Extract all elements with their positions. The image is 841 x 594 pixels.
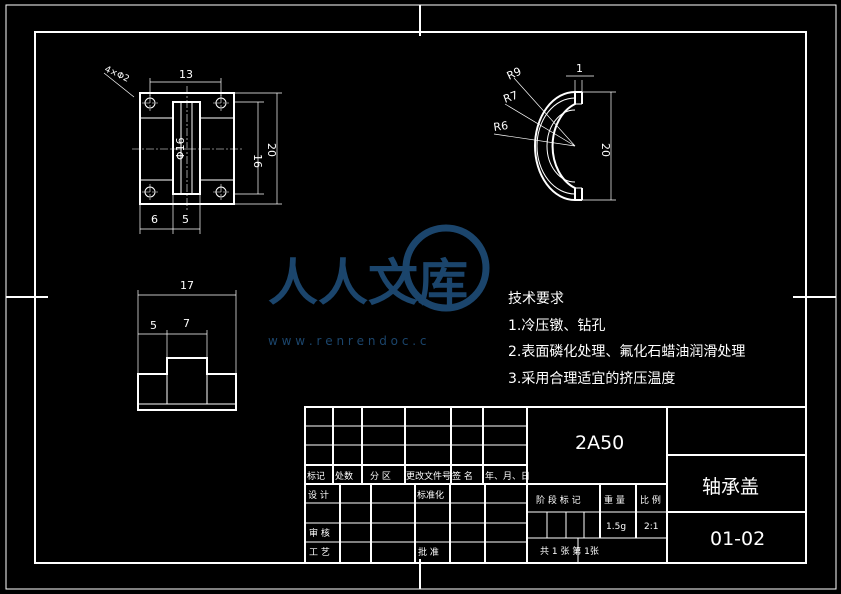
watermark: 人人文库 w w w . r e n r e n d o c . c <box>268 224 490 348</box>
hdr-sign: 签 名 <box>452 470 473 482</box>
title-block: 标记 处数 分 区 更改文件号 签 名 年、月、日 设 计 标准化 审 核 工 … <box>304 406 807 564</box>
dim-17: 17 <box>180 279 194 292</box>
hdr-zone: 分 区 <box>370 471 391 482</box>
tech-item-2: 2.表面磷化处理、氟化石蜡油润滑处理 <box>508 343 745 360</box>
hdr-date: 年、月、日 <box>485 470 530 482</box>
side-outer <box>534 90 576 202</box>
tech-item-3: 3.采用合理适宜的挤压温度 <box>508 371 675 387</box>
lbl-process: 工 艺 <box>309 547 330 558</box>
dim-1: 1 <box>576 62 583 75</box>
dim-dia16: Φ16 <box>174 137 187 160</box>
top-outline <box>137 357 237 411</box>
dim-6: 6 <box>151 213 158 226</box>
sheet-count: 共 1 张 第 1张 <box>540 545 599 557</box>
dim-hole-note: 4×Φ2 <box>103 65 131 85</box>
tech-item-1: 1.冷压镦、钻孔 <box>508 317 605 334</box>
watermark-url: w w w . r e n r e n d o c . c <box>268 334 426 348</box>
hdr-change-doc: 更改文件号 <box>406 470 451 482</box>
scale-value: 2:1 <box>644 522 658 532</box>
lbl-design: 设 计 <box>308 489 329 501</box>
dim-r7: R7 <box>502 89 520 106</box>
front-slot <box>172 101 201 195</box>
lbl-weight: 重 量 <box>604 494 625 506</box>
hdr-count: 处数 <box>335 470 353 482</box>
dim-5b: 5 <box>150 319 157 332</box>
technical-requirements: 技术要求 1.冷压镦、钻孔 2.表面磷化处理、氟化石蜡油润滑处理 3.采用合理适… <box>508 291 745 387</box>
tech-title: 技术要求 <box>508 291 564 307</box>
front-view: 4×Φ2 13 Φ16 16 20 6 5 <box>103 65 282 234</box>
dim-20: 20 <box>265 143 278 157</box>
watermark-text: 人人文库 <box>268 254 468 312</box>
hdr-mark: 标记 <box>307 470 325 482</box>
drawing-number: 01-02 <box>710 528 765 550</box>
part-name: 轴承盖 <box>702 476 759 498</box>
dim-r9: R9 <box>505 65 524 83</box>
dim-16: 16 <box>251 154 264 168</box>
lbl-standardize: 标准化 <box>417 489 444 501</box>
lbl-stage-mark: 阶 段 标 记 <box>536 494 581 506</box>
lbl-scale: 比 例 <box>640 494 661 506</box>
dim-7: 7 <box>183 317 190 330</box>
dim-20b: 20 <box>599 143 612 157</box>
top-view: 17 5 7 <box>137 279 237 411</box>
lbl-approve: 批 准 <box>418 546 439 558</box>
dim-13: 13 <box>179 68 193 81</box>
weight-value: 1.5g <box>606 522 626 532</box>
dim-5: 5 <box>182 213 189 226</box>
lbl-review: 审 核 <box>309 527 330 539</box>
dim-r6: R6 <box>493 119 509 134</box>
material: 2A50 <box>575 432 624 454</box>
side-view: 1 R9 R7 R6 20 <box>493 62 616 202</box>
